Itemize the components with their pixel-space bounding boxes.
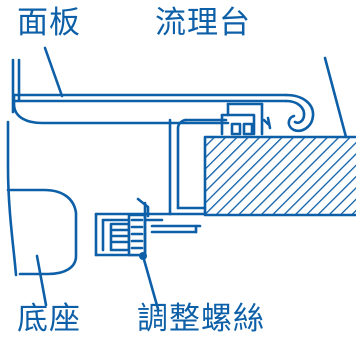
side-wall <box>6 58 21 277</box>
label-screw: 調整螺絲 <box>137 301 265 337</box>
label-base: 底座 <box>17 301 81 337</box>
mounting-bracket <box>168 102 272 216</box>
label-sink: 流理台 <box>155 5 251 41</box>
leader-lines <box>35 46 348 311</box>
label-panel: 面板 <box>17 5 81 41</box>
panel-plate <box>12 93 315 133</box>
screw-marker <box>139 252 147 260</box>
countertop <box>203 135 356 217</box>
clamp-assembly <box>94 197 202 258</box>
